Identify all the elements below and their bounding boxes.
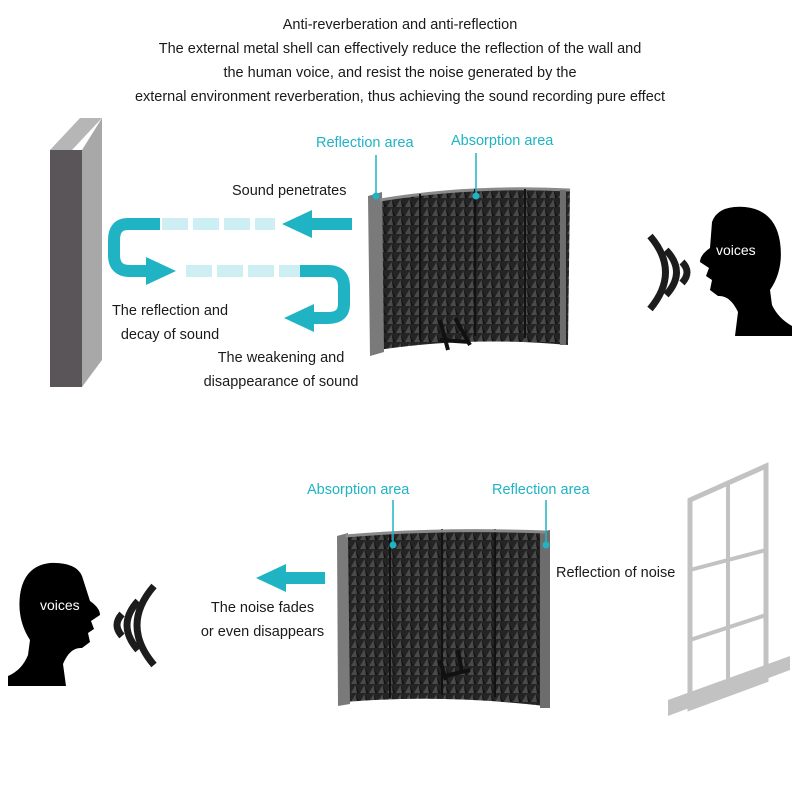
top-arrow-reflect-right (284, 265, 350, 332)
top-callout-absorption (472, 153, 480, 200)
top-absorption-area-label: Absorption area (451, 133, 554, 149)
weakening-label-1: The weakening and (217, 350, 345, 366)
top-voices-label: voices (716, 242, 756, 258)
weakening-label-2: disappearance of sound (203, 374, 359, 390)
sound-penetrates-label: Sound penetrates (232, 183, 347, 199)
bottom-reflection-area-label: Reflection area (492, 482, 590, 498)
reflection-decay-label-2: decay of sound (120, 327, 220, 343)
window-icon (668, 462, 790, 716)
top-faded-dashes-lower (186, 265, 303, 277)
reflection-of-noise-label: Reflection of noise (556, 565, 676, 581)
top-reflection-area-label: Reflection area (316, 135, 414, 151)
bottom-isolation-shield (337, 529, 550, 708)
bottom-sound-waves-icon (113, 583, 157, 668)
header-line-3: the human voice, and resist the noise ge… (223, 65, 577, 81)
bottom-head-silhouette (8, 562, 100, 686)
top-sound-waves-icon (647, 233, 691, 312)
top-callout-reflection (372, 155, 380, 200)
wall-block (50, 118, 102, 387)
header-line-4: external environment reverberation, thus… (134, 89, 666, 105)
bottom-callout-reflection (542, 500, 550, 549)
top-faded-dashes-upper (162, 218, 275, 230)
bottom-callout-absorption (389, 500, 397, 549)
header-line-1: Anti-reverberation and anti-reflection (282, 17, 518, 33)
top-arrow-penetrate (282, 210, 352, 238)
reflection-decay-label-1: The reflection and (111, 303, 229, 319)
bottom-arrow-fade (256, 564, 325, 592)
bottom-voices-label: voices (40, 597, 80, 613)
bottom-absorption-area-label: Absorption area (307, 482, 410, 498)
top-head-silhouette (700, 206, 792, 336)
top-arrow-reflect-left (108, 218, 176, 285)
noise-fades-label-1: The noise fades (210, 600, 315, 616)
header-line-2: The external metal shell can effectively… (158, 41, 642, 57)
noise-fades-label-2: or even disappears (200, 624, 325, 640)
top-isolation-shield (368, 187, 571, 356)
